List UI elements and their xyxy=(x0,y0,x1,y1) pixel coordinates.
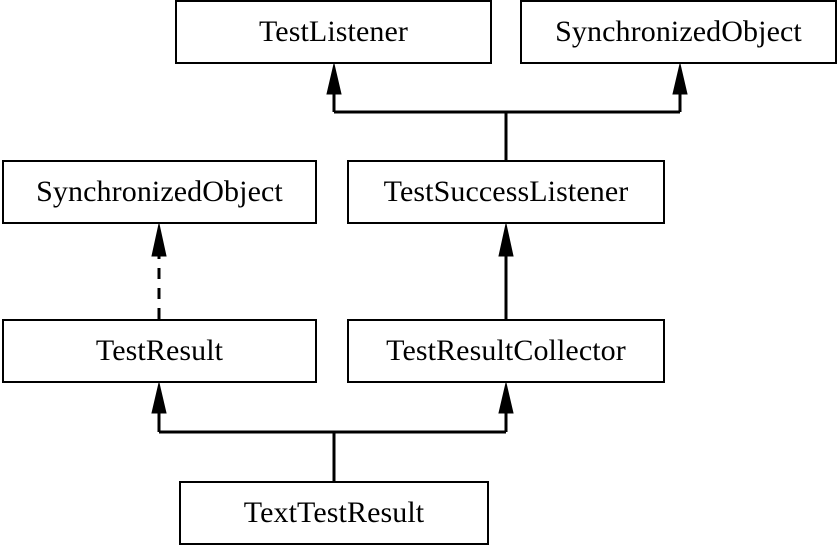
class-node-label: TestResultCollector xyxy=(386,334,626,367)
edge-top-fork-connector xyxy=(334,110,680,160)
edge-success-listener-to-synchronized-object xyxy=(672,63,688,112)
edge-test-result-to-synchronized-object xyxy=(151,223,167,319)
class-node-test-result-collector[interactable]: TestResultCollector xyxy=(347,319,665,383)
edge-text-test-result-to-test-result xyxy=(151,382,167,432)
class-node-label: TextTestResult xyxy=(243,496,425,529)
edge-text-test-result-to-result-collector xyxy=(498,382,514,432)
class-node-synchronized-object-b[interactable]: SynchronizedObject xyxy=(2,160,317,224)
edge-bottom-fork-connector xyxy=(159,430,506,481)
class-node-test-success-listener[interactable]: TestSuccessListener xyxy=(347,160,665,224)
class-node-test-listener[interactable]: TestListener xyxy=(175,0,492,64)
class-node-text-test-result[interactable]: TextTestResult xyxy=(179,481,489,545)
class-node-label: TestListener xyxy=(258,15,409,48)
class-node-label: SynchronizedObject xyxy=(36,175,283,208)
class-node-label: SynchronizedObject xyxy=(555,15,802,48)
class-node-label: TestResult xyxy=(95,334,224,367)
edge-success-listener-to-test-listener xyxy=(326,63,342,112)
class-node-synchronized-object-a[interactable]: SynchronizedObject xyxy=(520,0,837,64)
class-node-label: TestSuccessListener xyxy=(383,175,629,208)
edge-result-collector-to-success-listener xyxy=(498,223,514,319)
class-node-test-result[interactable]: TestResult xyxy=(2,319,317,383)
